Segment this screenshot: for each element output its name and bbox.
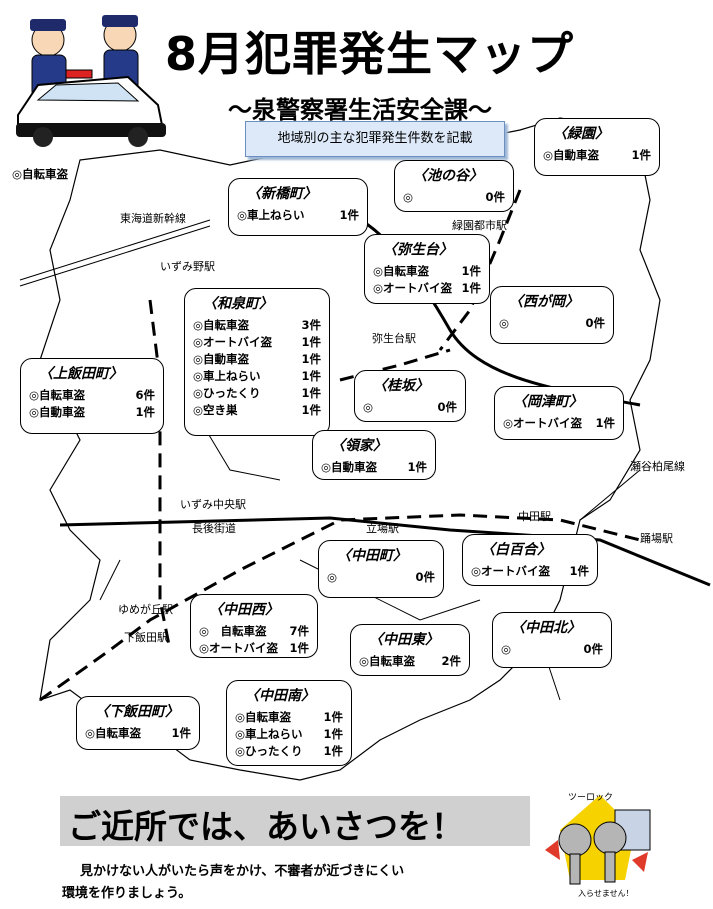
label-shimoiida-station: 下飯田駅 (124, 631, 168, 644)
area-nakadakita: 〈中田北〉 ◎0件 (492, 612, 612, 668)
nagago-road (59, 516, 711, 587)
mascot-bottom-text: 入らせません！ (578, 889, 634, 898)
label-nagago-kaido: 長後街道 (192, 522, 236, 535)
label-odoriba-station: 踊場駅 (640, 532, 673, 545)
label-izumino-station: いずみ野駅 (160, 260, 215, 273)
shinkansen-line (19, 219, 211, 281)
area-ikenotani: 〈池の谷〉 ◎0件 (394, 160, 514, 212)
label-tachiba-station: 立場駅 (366, 522, 399, 535)
area-katsurazaka: 〈桂坂〉 ◎0件 (354, 370, 466, 422)
greeting-banner-text: ご近所では、あいさつを！ (68, 807, 464, 846)
ward-outline (39, 117, 661, 781)
label-nakada-station: 中田駅 (518, 510, 551, 523)
area-nishigaoka: 〈西が岡〉 ◎0件 (490, 286, 614, 344)
page-title: 8月犯罪発生マップ (165, 27, 575, 81)
label-seya-line: 瀬谷柏尾線 (630, 460, 685, 473)
note-box: 地域別の主な犯罪発生件数を記載 (245, 121, 505, 157)
footer-line-1: 見かけない人がいたら声をかけ、不審者が近づきにくい (80, 864, 405, 879)
top-left-entry: ◎自転車盗 (12, 167, 69, 181)
label-ryokuen-station: 緑園都市駅 (452, 219, 507, 232)
label-tokaido: 東海道新幹線 (120, 212, 186, 225)
mascot-top-text: ツーロック (568, 793, 614, 803)
label-yayoidai-station: 弥生台駅 (372, 332, 416, 345)
label-yumegaoka-station: ゆめが丘駅 (118, 603, 173, 616)
label-izumichuo-station: いずみ中央駅 (180, 498, 246, 511)
greeting-banner: ご近所では、あいさつを！ (60, 796, 530, 846)
page-subtitle: 〜泉警察署生活安全課〜 (228, 96, 492, 124)
subway-line (39, 513, 641, 702)
police-car-illustration (16, 15, 166, 147)
area-nakadacho: 〈中田町〉 ◎0件 (318, 540, 444, 598)
two-lock-mascot (545, 795, 651, 885)
footer-line-2: 環境を作りましょう。 (62, 886, 192, 901)
